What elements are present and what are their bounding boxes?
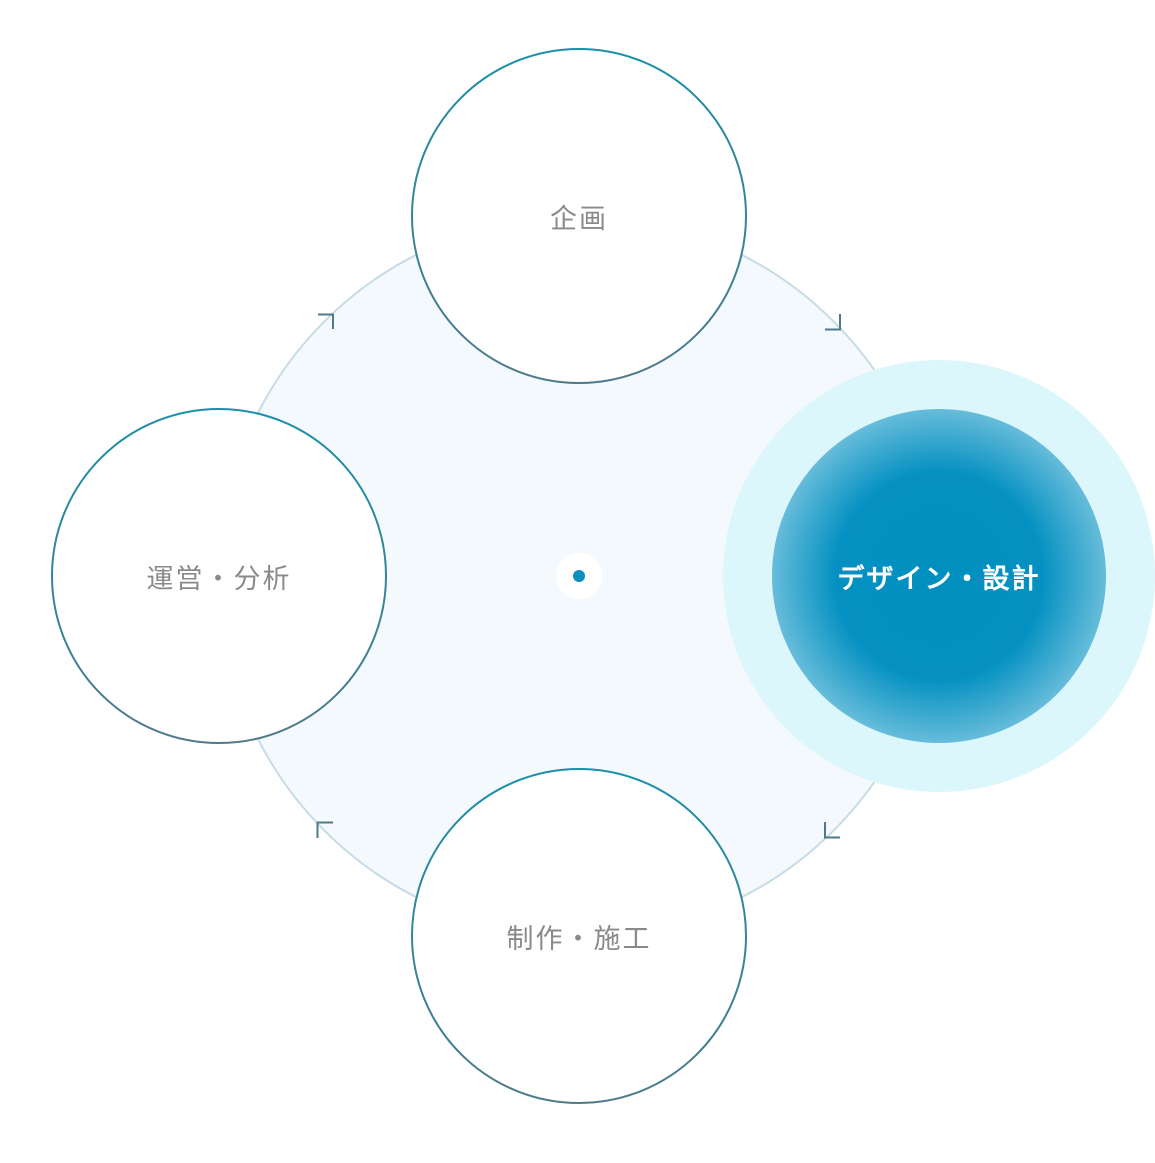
node-label-production: 制作・施工 — [506, 923, 652, 955]
node-circle-design-active — [772, 409, 1106, 743]
node-label-operation: 運営・分析 — [146, 563, 292, 595]
center-dot-icon — [573, 570, 585, 582]
node-label-design: デザイン・設計 — [837, 563, 1041, 595]
node-operation[interactable]: 運営・分析 — [52, 409, 386, 743]
arrow-marker-bottom-left-icon — [316, 821, 333, 838]
node-circle-production — [411, 768, 747, 1104]
arrow-marker-bottom-right-icon — [824, 822, 840, 839]
arrow-marker-top-left-icon — [318, 313, 334, 329]
node-circle-operation — [51, 408, 387, 744]
node-production[interactable]: 制作・施工 — [412, 769, 746, 1103]
node-label-planning: 企画 — [550, 203, 608, 235]
node-planning[interactable]: 企画 — [412, 49, 746, 383]
node-design[interactable]: デザイン・設計 — [772, 409, 1106, 743]
arrow-marker-top-right-icon — [825, 314, 841, 331]
node-circle-planning — [411, 48, 747, 384]
